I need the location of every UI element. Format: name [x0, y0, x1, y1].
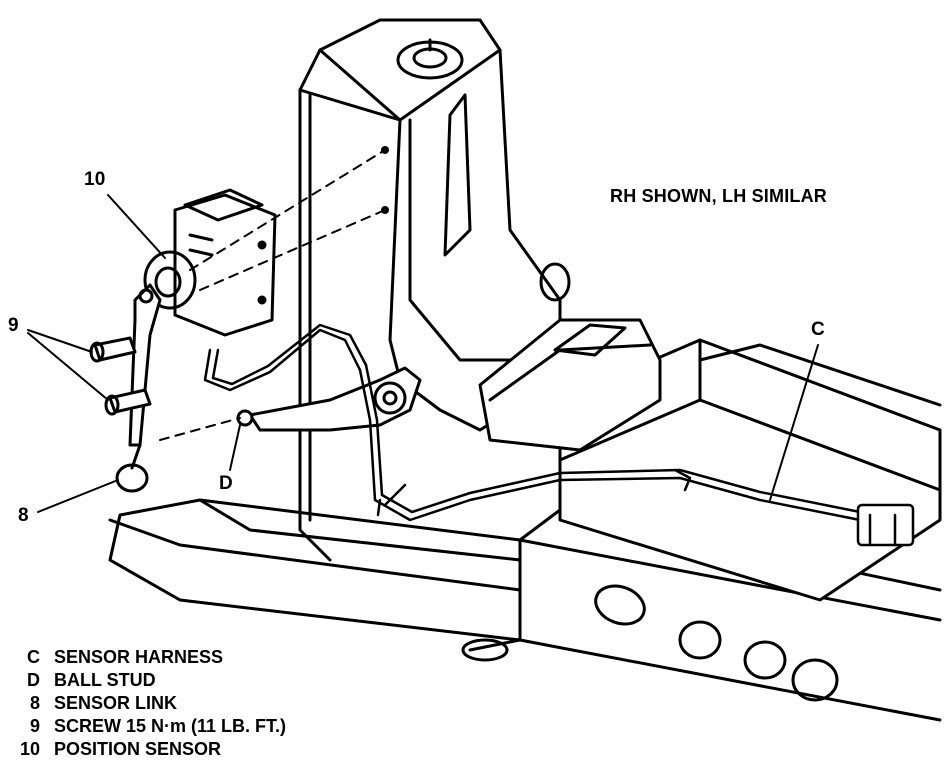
- screws: [89, 336, 152, 416]
- orientation-note: RH SHOWN, LH SIMILAR: [610, 186, 827, 206]
- legend-label: POSITION SENSOR: [54, 739, 222, 759]
- callout-9: 9: [8, 315, 19, 336]
- legend-label: SENSOR HARNESS: [54, 647, 224, 667]
- legend-item: 8 SENSOR LINK: [8, 692, 388, 715]
- leader-lines: [27, 194, 819, 513]
- legend-label: SENSOR LINK: [54, 693, 178, 713]
- legend-key: 8: [29, 693, 40, 713]
- position-sensor: [143, 188, 277, 337]
- legend-key: 9: [29, 716, 40, 736]
- legend-item: 10 POSITION SENSOR: [8, 738, 388, 761]
- legend-item: D BALL STUD: [8, 669, 388, 692]
- callout-10: 10: [84, 169, 106, 190]
- legend-key: C: [27, 647, 40, 667]
- legend-key: 10: [19, 739, 40, 759]
- callout-8: 8: [18, 505, 29, 526]
- legend: C SENSOR HARNESS D BALL STUD 8 SENSOR LI…: [8, 646, 388, 761]
- callout-c: C: [811, 319, 825, 340]
- sensor-harness: [203, 323, 915, 547]
- spring-pad: [478, 318, 662, 452]
- callout-d: D: [219, 473, 233, 494]
- legend-label: SCREW 15 N·m (11 LB. FT.): [54, 716, 287, 736]
- frame-rail: [108, 498, 942, 722]
- legend-item: C SENSOR HARNESS: [8, 646, 388, 669]
- control-arm: [248, 366, 422, 432]
- legend-label: BALL STUD: [54, 670, 156, 690]
- sensor-link: [115, 283, 162, 493]
- legend-key: D: [27, 670, 40, 690]
- alignment-lines: [159, 149, 386, 441]
- crossmember: [558, 338, 942, 702]
- legend-item: 9 SCREW 15 N·m (11 LB. FT.): [8, 715, 388, 738]
